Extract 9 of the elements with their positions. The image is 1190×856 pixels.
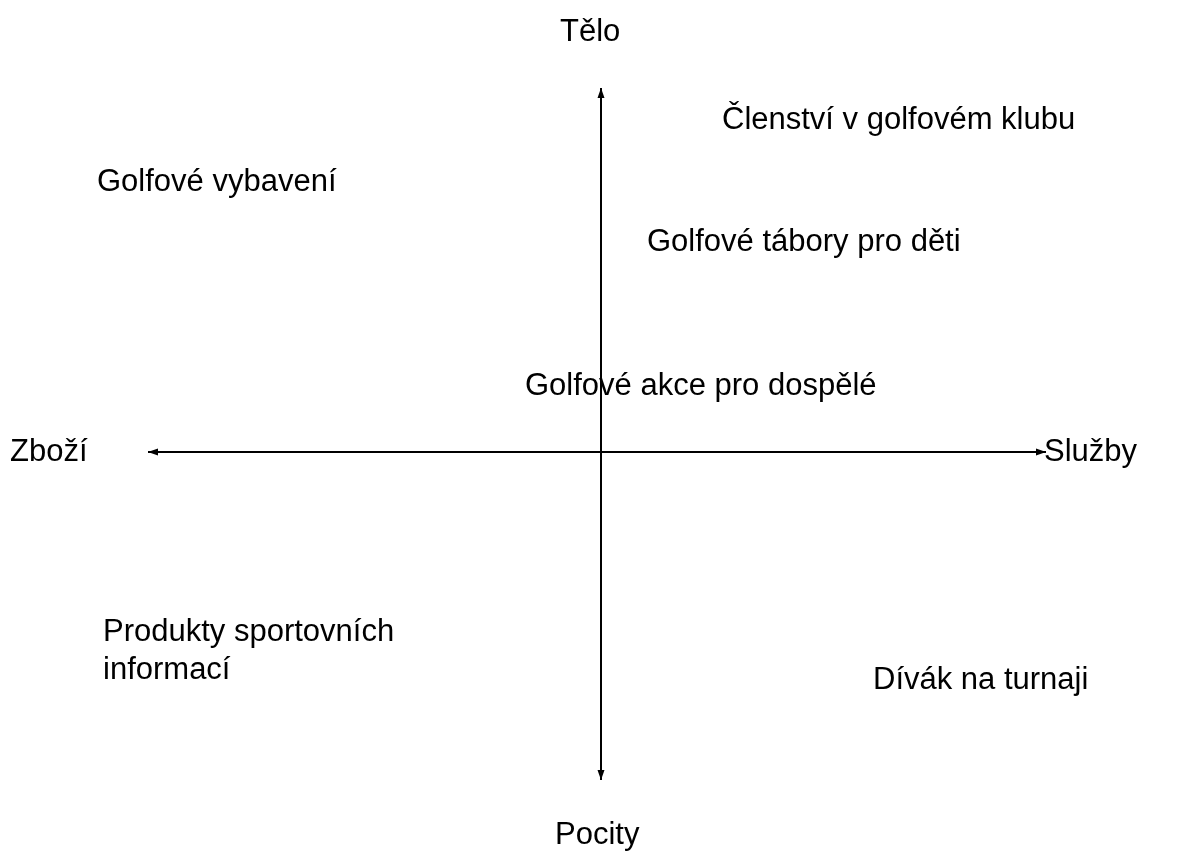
quadrant-item: Produkty sportovních informací (103, 612, 396, 688)
quadrant-item: Golfové tábory pro děti (647, 222, 961, 260)
axis-label: Tělo (560, 12, 621, 50)
quadrant-item: Dívák na turnaji (873, 660, 1089, 698)
quadrant-item: Členství v golfovém klubu (722, 100, 1076, 138)
axis-label: Služby (1044, 432, 1138, 470)
quadrant-item: Golfové vybavení (97, 162, 337, 200)
axis-label: Pocity (555, 815, 640, 853)
axis-label: Zboží (10, 432, 88, 470)
